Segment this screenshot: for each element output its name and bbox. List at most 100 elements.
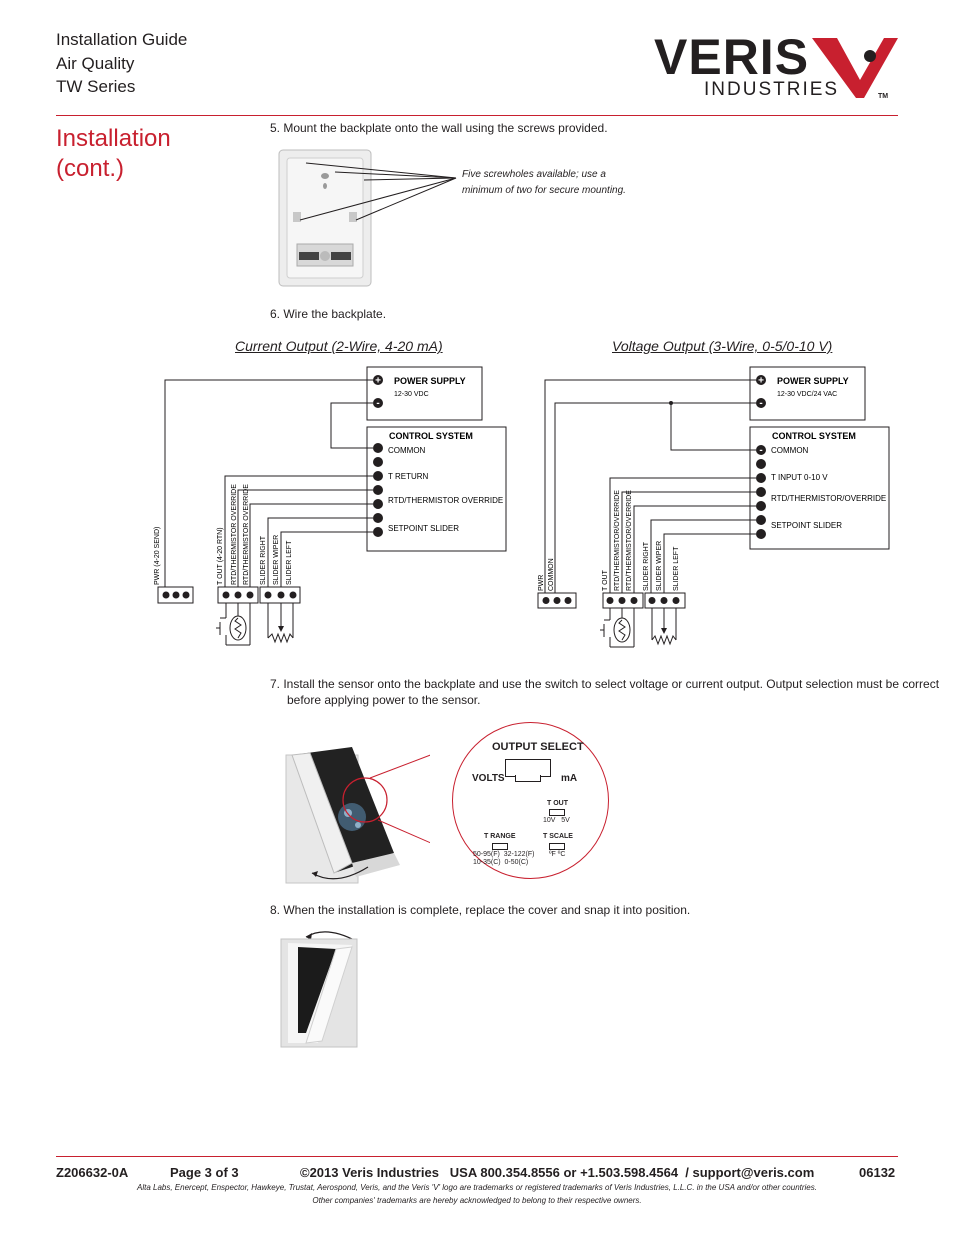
voltage-cs-terminal-2 bbox=[756, 459, 766, 469]
logo-wordmark: VERIS bbox=[654, 29, 809, 85]
current-ps-minus-terminal bbox=[373, 398, 383, 408]
voltage-label-slider-left: SLIDER LEFT bbox=[673, 546, 680, 591]
voltage-label-rtd2: RTD/THERMISTOR/OVERRIDE bbox=[626, 490, 633, 591]
t-out-label: T OUT bbox=[547, 800, 568, 807]
voltage-wire-common-bus bbox=[554, 402, 756, 593]
current-control-system-box bbox=[366, 426, 507, 552]
voltage-cs-common: COMMON bbox=[771, 446, 809, 455]
voltage-output-title: Voltage Output (3-Wire, 0-5/0-10 V) bbox=[612, 338, 833, 354]
logo-v-icon bbox=[812, 38, 898, 98]
voltage-ps-plus: + bbox=[758, 376, 764, 387]
current-wire-slider-wiper bbox=[280, 531, 373, 587]
t-range-jumper[interactable] bbox=[492, 843, 508, 850]
current-wire-pwr bbox=[164, 379, 373, 587]
current-wire-common bbox=[330, 402, 373, 449]
doc-type: Installation Guide bbox=[56, 30, 188, 49]
current-cs-terminal-1 bbox=[373, 443, 383, 453]
voltage-potentiometer-icon bbox=[651, 634, 677, 646]
voltage-ps-voltage: 12-30 VDC/24 VAC bbox=[777, 391, 837, 398]
step-8-text: 8. When the installation is complete, re… bbox=[270, 903, 691, 917]
voltage-cs-terminal-4 bbox=[756, 487, 766, 497]
voltage-ps-minus: - bbox=[759, 398, 762, 409]
voltage-cs-terminal-1 bbox=[756, 445, 766, 455]
current-cs-t-return: T RETURN bbox=[388, 472, 429, 481]
current-label-rtd1: RTD/THERMISTOR OVERRIDE bbox=[231, 484, 238, 585]
current-label-slider-left: SLIDER LEFT bbox=[286, 540, 293, 585]
voltage-ps-minus-terminal bbox=[756, 398, 766, 408]
footer-doc-number: Z206632-0A bbox=[56, 1165, 129, 1180]
voltage-cs-terminal-5 bbox=[756, 501, 766, 511]
current-wire-rtd1 bbox=[237, 489, 373, 587]
ma-label: mA bbox=[561, 773, 578, 784]
voltage-potentiometer-wiper-icon bbox=[661, 628, 667, 634]
t-scale-label: T SCALE bbox=[543, 833, 573, 840]
voltage-ps-plus-terminal bbox=[756, 375, 766, 385]
current-cs-terminal-7 bbox=[373, 527, 383, 537]
voltage-label-tout: T OUT bbox=[602, 569, 609, 591]
logo-subwordmark: INDUSTRIES bbox=[704, 79, 839, 100]
product-family: Air Quality bbox=[56, 54, 135, 73]
header-divider bbox=[56, 115, 898, 116]
voltage-cs-minus: - bbox=[759, 445, 762, 456]
voltage-cs-t-input: T INPUT 0-10 V bbox=[771, 473, 828, 482]
output-select-title: OUTPUT SELECT bbox=[492, 741, 584, 753]
current-cs-terminal-6 bbox=[373, 513, 383, 523]
current-thermistor-icon bbox=[229, 615, 247, 641]
voltage-cs-setpoint: SETPOINT SLIDER bbox=[771, 521, 842, 530]
voltage-label-slider-wiper: SLIDER WIPER bbox=[656, 541, 663, 591]
sensor-install-photo bbox=[282, 745, 412, 890]
t-out-jumper[interactable] bbox=[549, 809, 565, 816]
current-potentiometer-icon bbox=[267, 632, 294, 644]
output-select-switch-slider[interactable] bbox=[515, 775, 541, 782]
voltage-wire-tout bbox=[609, 477, 756, 593]
voltage-label-rtd1: RTD/THERMISTOR/OVERRIDE bbox=[614, 490, 621, 591]
current-cs-label: CONTROL SYSTEM bbox=[389, 431, 473, 441]
current-output-wiring-diagram: + - POWER SUPPLY 12-30 VDC CONTROL SYSTE… bbox=[154, 366, 507, 646]
voltage-label-pwr: PWR bbox=[538, 575, 545, 591]
footer-page: Page 3 of 3 bbox=[170, 1165, 239, 1180]
voltage-label-common: COMMON bbox=[548, 558, 555, 591]
current-cs-terminal-4 bbox=[373, 485, 383, 495]
current-cs-rtd: RTD/THERMISTOR OVERRIDE bbox=[388, 496, 503, 505]
voltage-output-wiring-diagram: + - POWER SUPPLY 12-30 VDC/24 VAC CONTRO… bbox=[537, 366, 890, 648]
footer-trademarks-1: Alta Labs, Enercept, Enspector, Hawkeye,… bbox=[137, 1183, 817, 1192]
current-ps-minus: - bbox=[376, 398, 379, 409]
product-series: TW Series bbox=[56, 77, 136, 96]
voltage-cs-terminal-6 bbox=[756, 515, 766, 525]
current-label-rtd2: RTD/THERMISTOR OVERRIDE bbox=[243, 484, 250, 585]
veris-logo: VERIS INDUSTRIES TM bbox=[652, 28, 900, 104]
current-wire-rtd2 bbox=[249, 503, 373, 587]
current-cs-terminal-5 bbox=[373, 499, 383, 509]
voltage-cs-terminal-3 bbox=[756, 473, 766, 483]
voltage-wire-common bbox=[670, 403, 756, 451]
screwhole-callout-arrows bbox=[299, 162, 457, 221]
current-ps-plus: + bbox=[375, 376, 381, 387]
section-title-line1: Installation bbox=[56, 125, 171, 152]
logo-tm: TM bbox=[878, 93, 888, 100]
screwhole-callout: Five screwholes available; use a minimum… bbox=[462, 167, 626, 199]
output-select-magnified bbox=[452, 722, 609, 879]
t-scale-jumper[interactable] bbox=[549, 843, 565, 850]
screwhole-callout-line1: Five screwholes available; use a bbox=[462, 169, 606, 180]
voltage-wire-pwr bbox=[544, 379, 756, 593]
current-label-slider-right: SLIDER RIGHT bbox=[260, 535, 267, 585]
cover-snap-photo bbox=[278, 925, 363, 1050]
current-wire-tout bbox=[224, 475, 373, 587]
footer-code: 06132 bbox=[859, 1165, 896, 1180]
current-cs-common: COMMON bbox=[388, 446, 426, 455]
current-cs-terminal-3 bbox=[373, 471, 383, 481]
current-ps-voltage: 12-30 VDC bbox=[394, 391, 429, 398]
backplate-photo bbox=[277, 148, 375, 288]
current-cs-terminal-2 bbox=[373, 457, 383, 467]
voltage-wire-rtd1 bbox=[621, 491, 756, 593]
current-label-pwr: PWR (4-20 SEND) bbox=[154, 527, 161, 585]
voltage-cs-rtd: RTD/THERMISTOR/OVERRIDE bbox=[771, 494, 886, 503]
voltage-label-slider-right: SLIDER RIGHT bbox=[643, 541, 650, 591]
voltage-thermistor-icon bbox=[613, 617, 631, 643]
current-cs-setpoint: SETPOINT SLIDER bbox=[388, 524, 459, 533]
section-title-line2: (cont.) bbox=[56, 155, 125, 182]
current-output-title: Current Output (2-Wire, 4-20 mA) bbox=[235, 338, 443, 354]
voltage-ps-label: POWER SUPPLY bbox=[777, 376, 849, 386]
current-power-supply-box bbox=[366, 366, 483, 421]
logo-dot-icon bbox=[864, 50, 876, 62]
